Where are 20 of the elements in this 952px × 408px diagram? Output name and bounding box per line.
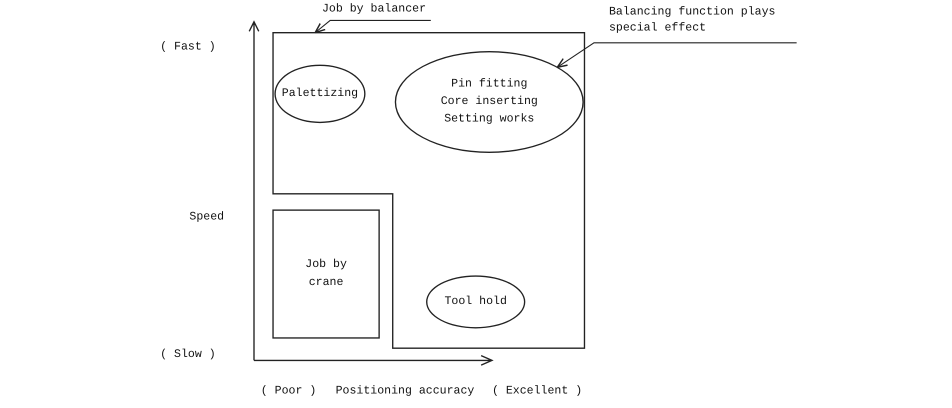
task-ellipse	[274, 64, 366, 124]
leader-line	[556, 42, 797, 68]
axis-title: Speed	[189, 210, 224, 224]
callout-text: Balancing function plays special effect	[608, 4, 776, 37]
task-ellipse	[394, 51, 584, 153]
task-label: Core inserting	[440, 94, 538, 110]
task-label: Palettizing	[282, 86, 358, 102]
task-label: Setting works	[444, 112, 534, 128]
task-label: Pin fitting	[451, 76, 528, 92]
axis-end-label: ( Fast )	[160, 40, 216, 54]
callout-text: Job by balancer	[322, 2, 428, 18]
axis-end-label: ( Poor )	[260, 384, 316, 398]
task-label: Tool hold	[444, 294, 507, 310]
axis-title: Positioning accuracy	[336, 384, 474, 398]
leader-line	[314, 20, 431, 34]
task-box	[272, 209, 380, 339]
axis-end-label: ( Slow )	[160, 348, 216, 362]
task-label: Job by crane	[304, 257, 348, 291]
axis-end-label: ( Excellent )	[492, 384, 582, 398]
task-ellipse	[426, 275, 526, 328]
